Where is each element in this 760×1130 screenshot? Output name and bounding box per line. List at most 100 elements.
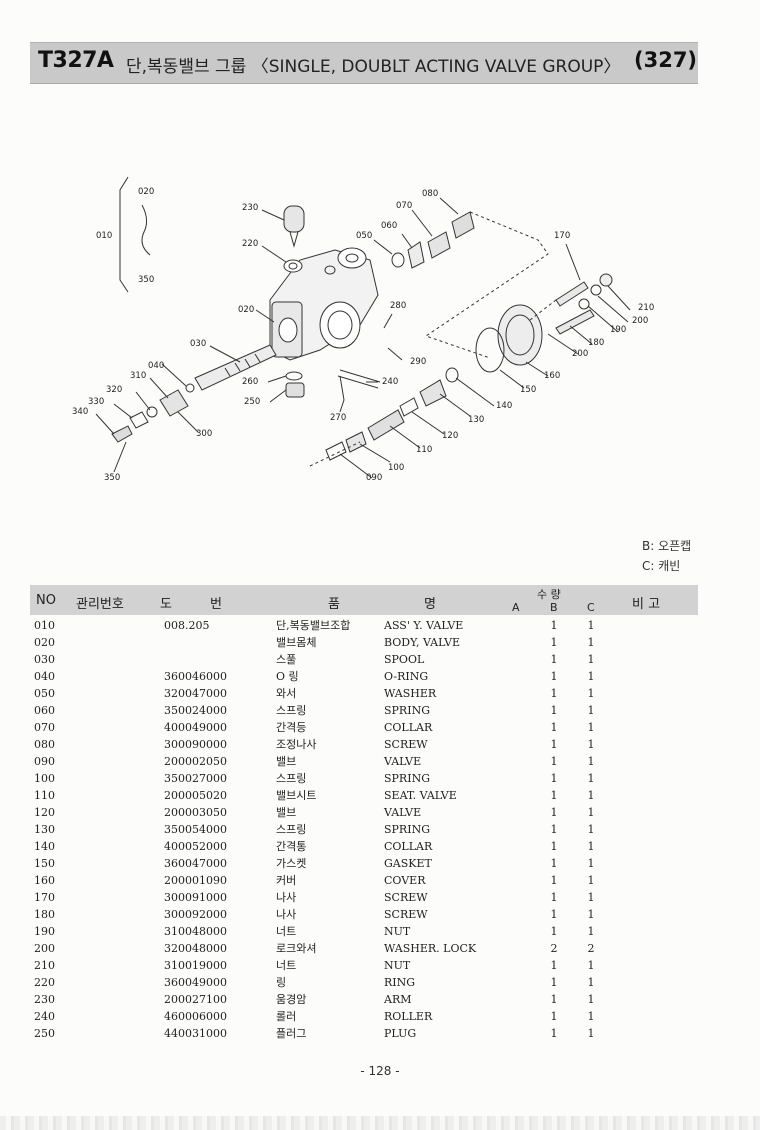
diagram-label: 350 (138, 275, 154, 285)
row-no: 230 (34, 993, 55, 1006)
row-qty-c: 1 (587, 738, 595, 751)
row-qty-c: 1 (587, 789, 595, 802)
row-qty-b: 1 (550, 925, 558, 938)
row-qty-b: 1 (550, 993, 558, 1006)
column-drawing-1: 도 (160, 597, 172, 612)
row-name-kr: 커버 (276, 874, 297, 887)
row-qty-c: 2 (587, 942, 595, 955)
diagram-label: 080 (422, 189, 438, 199)
diagram-label: 140 (496, 401, 512, 411)
row-qty-c: 1 (587, 670, 595, 683)
row-no: 210 (34, 959, 55, 972)
row-name-en: WASHER. LOCK (384, 942, 477, 955)
row-qty-b: 1 (550, 619, 558, 632)
row-name-kr: O 링 (276, 670, 299, 683)
row-qty-b: 1 (550, 874, 558, 887)
row-no: 180 (34, 908, 55, 921)
row-qty-b: 1 (550, 653, 558, 666)
row-no: 110 (34, 789, 55, 802)
row-name-kr: 가스켓 (276, 857, 307, 870)
row-qty-c: 1 (587, 772, 595, 785)
row-no: 100 (34, 772, 55, 785)
row-name-kr: 너트 (276, 925, 297, 938)
diagram-label: 320 (106, 385, 122, 395)
diagram-label: 200 (632, 316, 648, 326)
legend-c: C: 캐빈 (642, 559, 681, 573)
diagram-label: 210 (638, 303, 654, 313)
row-qty-b: 2 (550, 942, 558, 955)
row-name-en: ROLLER (384, 1010, 433, 1023)
diagram-label: 020 (138, 187, 154, 197)
title-band (30, 42, 698, 84)
row-name-en: SCREW (384, 891, 428, 904)
diagram-label: 280 (390, 301, 406, 311)
row-qty-c: 1 (587, 874, 595, 887)
diagram-label: 190 (610, 325, 626, 335)
row-name-en: RING (384, 976, 416, 989)
row-name-en: COLLAR (384, 721, 433, 734)
row-code: 360046000 (164, 670, 227, 683)
row-qty-c: 1 (587, 908, 595, 921)
row-no: 150 (34, 857, 55, 870)
row-name-kr: 롤러 (276, 1010, 297, 1023)
table-header-band (30, 585, 698, 615)
row-name-kr: 플러그 (276, 1027, 307, 1040)
row-qty-c: 1 (587, 687, 595, 700)
row-name-kr: 스풀 (276, 653, 297, 666)
row-code: 360047000 (164, 857, 227, 870)
row-code: 200005020 (164, 789, 227, 802)
row-name-en: ARM (384, 993, 412, 1006)
diagram-label: 300 (196, 429, 212, 439)
row-qty-c: 1 (587, 993, 595, 1006)
row-qty-c: 1 (587, 823, 595, 836)
row-no: 090 (34, 755, 55, 768)
row-qty-b: 1 (550, 1010, 558, 1023)
row-name-kr: 너트 (276, 959, 297, 972)
diagram-label: 150 (520, 385, 536, 395)
row-code: 200001090 (164, 874, 227, 887)
column-qty-a: A (512, 601, 520, 614)
row-qty-c: 1 (587, 755, 595, 768)
diagram-label: 260 (242, 377, 258, 387)
row-no: 070 (34, 721, 55, 734)
row-qty-b: 1 (550, 806, 558, 819)
diagram-label: 010 (96, 231, 112, 241)
row-no: 140 (34, 840, 55, 853)
row-qty-b: 1 (550, 857, 558, 870)
row-name-en: VALVE (384, 806, 422, 819)
column-quantity: 수 량 (537, 588, 561, 601)
row-no: 050 (34, 687, 55, 700)
row-no: 040 (34, 670, 55, 683)
row-code: 200002050 (164, 755, 227, 768)
row-code: 400052000 (164, 840, 227, 853)
row-qty-b: 1 (550, 976, 558, 989)
row-code: 300091000 (164, 891, 227, 904)
row-name-en: SEAT. VALVE (384, 789, 457, 802)
row-code: 200003050 (164, 806, 227, 819)
row-name-en: BODY, VALVE (384, 636, 461, 649)
row-qty-b: 1 (550, 959, 558, 972)
column-drawing-2: 번 (210, 597, 222, 612)
row-no: 080 (34, 738, 55, 751)
row-qty-c: 1 (587, 721, 595, 734)
page-code: T327A (38, 48, 114, 73)
row-code: 440031000 (164, 1027, 227, 1040)
row-code: 300090000 (164, 738, 227, 751)
row-qty-b: 1 (550, 738, 558, 751)
row-name-en: VALVE (384, 755, 422, 768)
row-name-en: SPRING (384, 704, 430, 717)
row-no: 250 (34, 1027, 55, 1040)
row-no: 060 (34, 704, 55, 717)
row-code: 460006000 (164, 1010, 227, 1023)
